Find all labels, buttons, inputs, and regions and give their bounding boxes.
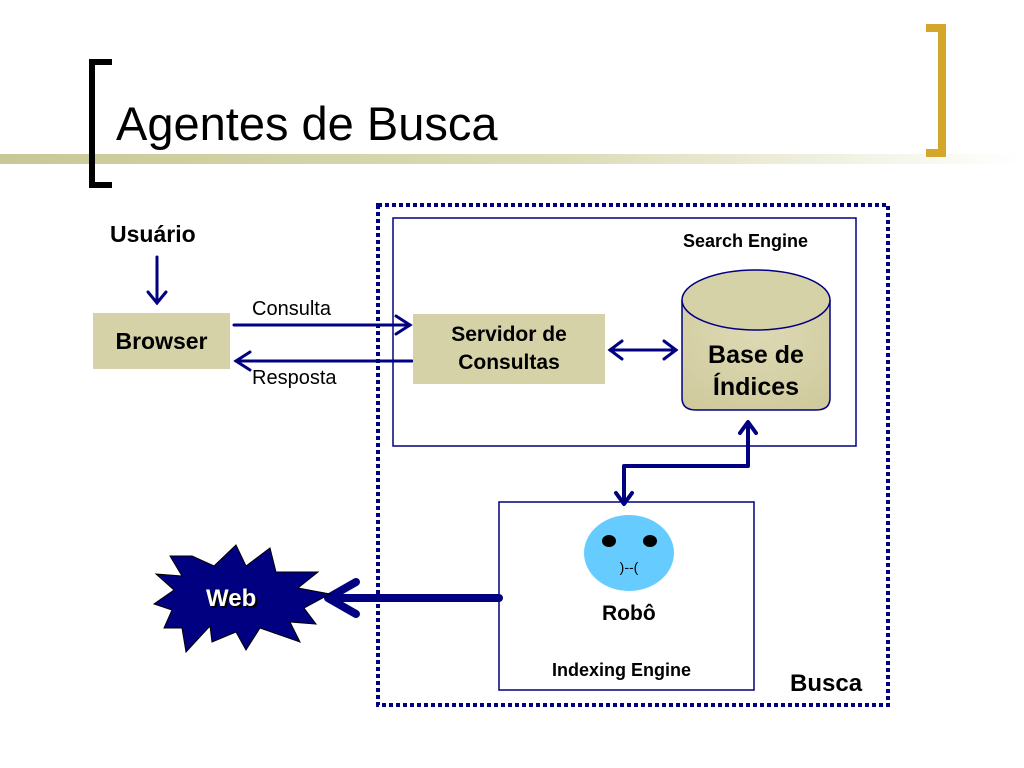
- busca-boundary: [376, 203, 890, 707]
- system-label: Busca: [790, 670, 863, 697]
- index-db-text: Base de Índices: [682, 334, 830, 408]
- response-label: Resposta: [252, 367, 337, 389]
- title-rule: [0, 154, 1024, 164]
- response-arrow: [233, 350, 414, 372]
- db-robot-connector: [614, 420, 758, 506]
- server-db-arrow: [607, 339, 679, 361]
- robot-left-eye: [602, 535, 616, 547]
- user-to-browser-arrow: [146, 255, 168, 306]
- search-engine-label: Search Engine: [683, 231, 809, 251]
- user-label: Usuário: [110, 221, 196, 247]
- query-server-box: Servidor de Consultas: [413, 314, 605, 384]
- browser-box: Browser: [93, 313, 230, 369]
- indexing-engine-label: Indexing Engine: [552, 660, 692, 680]
- robot-mouth: )--(: [619, 559, 639, 575]
- browser-label: Browser: [115, 327, 208, 354]
- web-label: Web: [206, 585, 257, 612]
- robot-to-web-arrow: [324, 578, 503, 618]
- index-database: [681, 269, 831, 411]
- query-server-label: Servidor de Consultas: [451, 322, 567, 374]
- robot-label: Robô: [602, 602, 656, 625]
- robot-icon: [584, 515, 674, 591]
- web-starburst-icon: [152, 544, 332, 654]
- query-arrow: [232, 314, 413, 336]
- right-bracket: [926, 24, 946, 157]
- left-bracket: [89, 59, 112, 188]
- query-label: Consulta: [252, 298, 331, 320]
- robot-right-eye: [643, 535, 657, 547]
- slide-title: Agentes de Busca: [116, 97, 498, 150]
- index-db-label: Base de Índices: [708, 340, 804, 402]
- robot-face-text: )--(: [604, 558, 654, 576]
